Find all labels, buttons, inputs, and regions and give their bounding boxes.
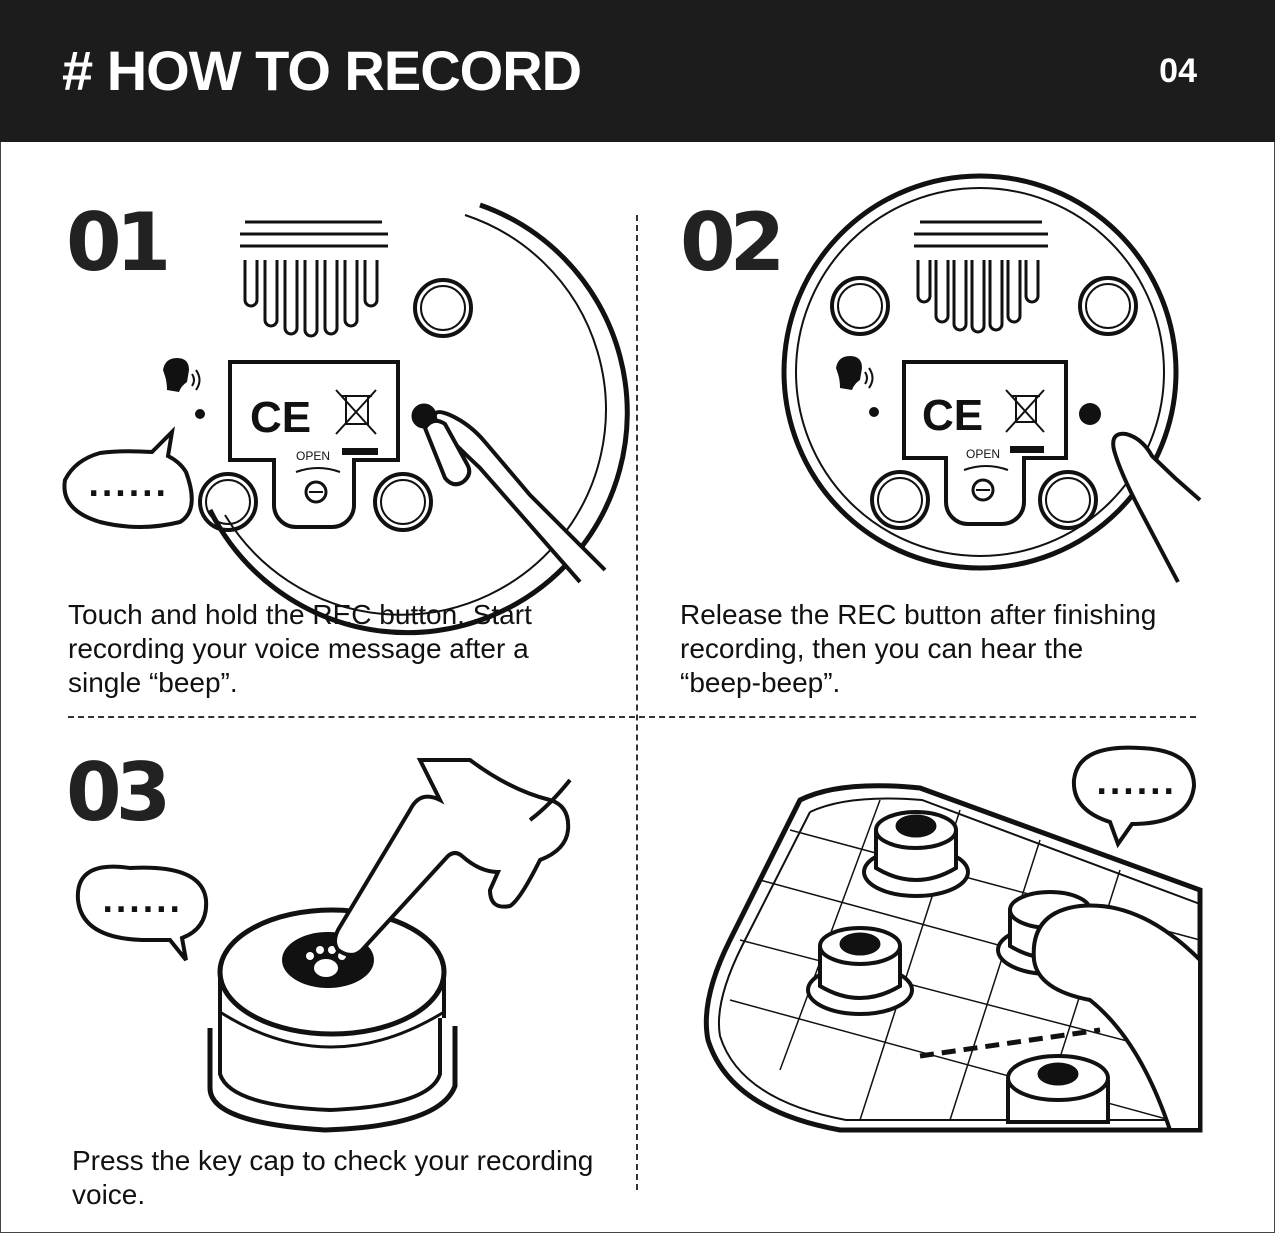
ce-mark: CE [250, 393, 311, 442]
step-1-number: 01 [66, 196, 171, 289]
paw-icon [306, 946, 346, 977]
caption-line: recording, then you can hear the [680, 633, 1084, 664]
vertical-divider [636, 215, 638, 1190]
caption-line: Release the REC button after finishing [680, 599, 1157, 630]
speaker-icon [836, 356, 879, 417]
hand-icon [333, 758, 571, 957]
rec-button [1079, 403, 1101, 425]
caption-line: Touch and hold the REC button. Start [68, 599, 532, 630]
speech-bubble: ...... [62, 426, 194, 529]
step-1-illustration: CE OPEN ...... [62, 202, 630, 636]
caption-line: “beep-beep”. [680, 667, 841, 698]
ce-mark: CE [922, 391, 983, 440]
speaker-icon [163, 358, 205, 419]
speaker-grille [240, 220, 388, 338]
step-3-caption: Press the key cap to check your recordin… [72, 1144, 593, 1212]
page-number: 04 [1159, 52, 1197, 90]
mat-button [862, 810, 970, 898]
screw-icon [971, 478, 995, 502]
open-label: OPEN [296, 449, 330, 463]
waste-bin-icon [335, 389, 377, 435]
caption-line: recording your voice message after a [68, 633, 529, 664]
mat-button [1006, 1054, 1110, 1124]
page-title: # HOW TO RECORD [62, 39, 582, 102]
step-2-caption: Release the REC button after finishing r… [680, 598, 1156, 700]
mat-button [806, 926, 914, 1016]
caption-line: voice. [72, 1179, 146, 1210]
open-label: OPEN [966, 447, 1000, 461]
caption-line: Press the key cap to check your recordin… [72, 1145, 594, 1176]
step-1-caption: Touch and hold the REC button. Start rec… [68, 598, 532, 700]
step-2-number: 02 [680, 196, 785, 289]
screw-icon [304, 480, 328, 504]
svg-text:......: ...... [102, 885, 182, 920]
horizontal-divider [68, 716, 1196, 718]
finger-icon [433, 410, 607, 584]
speech-bubble: ...... [1071, 745, 1197, 849]
header-bar: # HOW TO RECORD 04 [0, 0, 1275, 142]
svg-text:......: ...... [88, 469, 168, 504]
svg-text:......: ...... [1096, 767, 1176, 802]
speech-bubble: ...... [75, 864, 209, 962]
step-2-illustration: CE OPEN [781, 173, 1202, 583]
step-3-illustration: ...... [75, 758, 572, 1133]
step-3-number: 03 [66, 746, 171, 839]
waste-bin-icon [1005, 389, 1045, 433]
cat-paw-icon [1031, 903, 1202, 1132]
caption-line: single “beep”. [68, 667, 238, 698]
finger-icon [1111, 431, 1202, 583]
step-4-illustration: ...... [703, 745, 1203, 1133]
